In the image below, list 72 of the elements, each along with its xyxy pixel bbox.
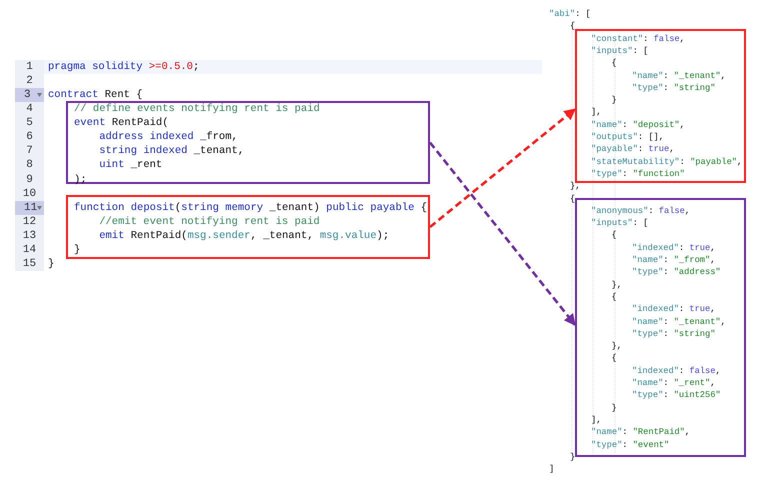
code-line: ] <box>549 463 554 476</box>
code-line: "name": "_rent", <box>632 377 716 390</box>
code-line: "type": "function" <box>591 168 685 180</box>
highlight-frame <box>575 29 746 183</box>
highlight-frame <box>66 195 430 259</box>
code-line: { <box>612 229 617 242</box>
code-line: ); <box>74 172 87 187</box>
code-line: "name": "_from", <box>632 254 716 266</box>
code-line: contract Rent { <box>48 88 143 102</box>
code-line: "name": "RentPaid", <box>591 426 690 438</box>
code-line: "inputs": [ <box>591 217 648 230</box>
code-line: pragma solidity >=0.5.0; <box>48 60 200 74</box>
line-number: 1 <box>25 60 34 74</box>
highlight-frame <box>575 198 746 457</box>
dashed-arrow <box>428 142 576 326</box>
code-line: "outputs": [], <box>591 131 664 144</box>
code-line: } <box>612 94 617 106</box>
line-number: 9 <box>25 172 34 187</box>
code-line: }, <box>612 278 622 291</box>
code-line: { <box>612 57 617 70</box>
line-number: 10 <box>22 186 38 201</box>
code-line: } <box>74 242 80 257</box>
line-number: 6 <box>25 130 34 144</box>
code-line: address indexed _from, <box>99 130 238 144</box>
line-number: 11 <box>15 200 44 215</box>
code-line: "type": "string" <box>632 328 716 340</box>
code-line: "type": "address" <box>632 266 721 279</box>
highlight-frame <box>66 101 430 184</box>
code-line: }, <box>570 180 580 192</box>
code-line: function deposit(string memory _tenant) public payable { <box>74 200 427 215</box>
line-number: 8 <box>25 158 34 173</box>
code-line: { <box>612 290 617 304</box>
code-line: "constant": false, <box>591 32 685 45</box>
code-line: "type": "event" <box>591 438 670 451</box>
code-line: } <box>612 402 617 414</box>
code-line: event RentPaid( <box>74 116 169 130</box>
line-number: 14 <box>22 242 38 257</box>
code-line: "anonymous": false, <box>591 204 690 218</box>
code-line: "name": "_tenant", <box>632 70 726 82</box>
code-line: } <box>570 450 576 464</box>
line-number: 3 <box>15 88 44 102</box>
code-line: ], <box>591 106 602 119</box>
line-number: 2 <box>25 74 34 88</box>
line-number: 7 <box>25 144 34 158</box>
code-line: ], <box>591 414 602 426</box>
code-line: { <box>612 352 617 365</box>
code-line: "name": "deposit", <box>591 118 685 131</box>
code-line: "stateMutability": "payable", <box>591 156 742 168</box>
line-number: 12 <box>22 214 38 229</box>
line-number: 4 <box>25 102 34 116</box>
code-line: "payable": true, <box>591 143 674 156</box>
code-line: } <box>48 256 54 272</box>
code-line: string indexed _tenant, <box>99 144 244 158</box>
code-line: "name": "_tenant", <box>632 316 726 328</box>
code-line: "abi": [ <box>549 8 591 20</box>
code-line: "indexed": true, <box>632 242 716 254</box>
code-line: "inputs": [ <box>591 44 648 58</box>
code-line: emit RentPaid(msg.sender, _tenant, msg.value); <box>99 228 390 243</box>
code-line: "type": "uint256" <box>632 389 721 402</box>
code-line: "type": "string" <box>632 82 716 94</box>
code-line: "indexed": false, <box>632 364 721 377</box>
code-line: }, <box>612 340 622 352</box>
line-number: 13 <box>22 228 38 243</box>
code-line: { <box>570 20 576 33</box>
code-line: uint _rent <box>99 158 162 173</box>
line-number: 15 <box>22 256 38 272</box>
code-line: "indexed": true, <box>632 303 716 316</box>
line-number: 5 <box>25 116 34 130</box>
dashed-arrow <box>429 108 576 228</box>
code-line: //emit event notifying rent is paid <box>99 214 320 229</box>
code-line: // define events notifying rent is paid <box>74 102 320 116</box>
code-line: { <box>570 192 576 205</box>
